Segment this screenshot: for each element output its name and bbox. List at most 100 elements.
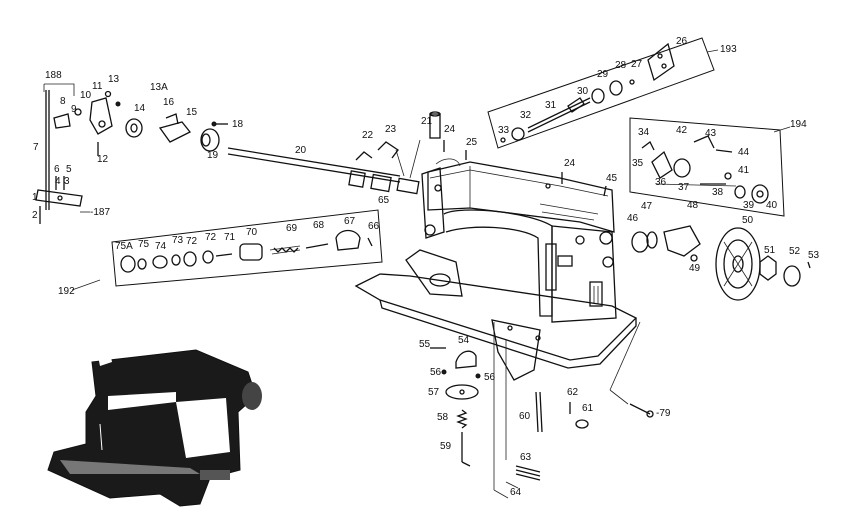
part-label-p39: 39 [743, 200, 755, 211]
part-label-p19: 19 [207, 150, 219, 161]
part-label-p8: 8 [60, 96, 66, 107]
part-label-p194: 194 [790, 119, 807, 130]
part-label-p35: 35 [632, 158, 644, 169]
part-label-p54: 54 [458, 335, 470, 346]
part-label-p73: 73 [172, 235, 184, 246]
part-label-p12: 12 [97, 154, 109, 165]
part-label-p44: 44 [738, 147, 750, 158]
part-label-p68: 68 [313, 220, 325, 231]
group-192-box [111, 209, 383, 287]
part-label-p71: 71 [224, 232, 236, 243]
part-label-p36: 36 [655, 177, 667, 188]
group-193-box [487, 37, 715, 149]
part-label-p13a: 13A [150, 82, 168, 93]
part-label-p49: 49 [689, 263, 701, 274]
group-193-parts [500, 42, 675, 143]
main-shaft [227, 139, 421, 195]
part-label-p3: 3 [64, 176, 70, 187]
part-label-p6: 6 [54, 164, 60, 175]
part-label-p26: 26 [676, 36, 688, 47]
part-label-p75: 75 [138, 239, 150, 250]
part-label-p31: 31 [545, 100, 557, 111]
part-label-p21: 21 [421, 116, 433, 127]
feed-parts [430, 321, 654, 499]
part-label-p53: 53 [808, 250, 820, 261]
part-label-p34: 34 [638, 127, 650, 138]
group-194-parts [641, 135, 769, 204]
group-192-parts [120, 229, 373, 273]
part-label-p48: 48 [687, 200, 699, 211]
part-label-p47: 47 [641, 201, 653, 212]
part-label-p16: 16 [163, 97, 175, 108]
part-label-p60: 60 [519, 411, 531, 422]
part-label-p15: 15 [186, 107, 198, 118]
part-label-p52: 52 [789, 246, 801, 257]
part-label-p63: 63 [520, 452, 532, 463]
part-label-p18: 18 [232, 119, 244, 130]
part-label-p20: 20 [295, 145, 307, 156]
part-label-p7: 7 [33, 142, 39, 153]
part-label-p24a: 24 [444, 124, 456, 135]
group-194-box [629, 117, 785, 217]
part-label-p23: 23 [385, 124, 397, 135]
part-label-p72a: 72 [186, 236, 198, 247]
part-label-p46: 46 [627, 213, 639, 224]
part-label-p75a: 75A [115, 241, 133, 252]
part-label-p51: 51 [764, 245, 776, 256]
part-label-p67: 67 [344, 216, 356, 227]
part-label-p56a: 56 [430, 367, 442, 378]
upper-small-parts [355, 111, 563, 184]
part-label-p11: 11 [92, 81, 103, 92]
part-label-p70: 70 [246, 227, 258, 238]
part-label-p33: 33 [498, 125, 510, 136]
part-label-p4: 4 [55, 176, 61, 187]
part-label-p30: 30 [577, 86, 589, 97]
part-label-p43: 43 [705, 128, 717, 139]
part-label-p72b: 72 [205, 232, 217, 243]
part-label-p61: 61 [582, 403, 594, 414]
part-label-p27: 27 [631, 59, 643, 70]
part-label-p32: 32 [520, 110, 532, 121]
part-label-p13: 13 [108, 74, 120, 85]
part-label-p59: 59 [440, 441, 452, 452]
part-label-p188: 188 [45, 70, 62, 81]
part-label-p9: 9 [71, 104, 77, 115]
left-parts [35, 83, 228, 224]
bed-plate [354, 249, 638, 381]
part-label-p29: 29 [597, 69, 609, 80]
part-label-p40: 40 [766, 200, 778, 211]
part-label-p25: 25 [466, 137, 478, 148]
part-label-p10: 10 [80, 90, 92, 101]
part-label-p42: 42 [676, 125, 688, 136]
part-label-p14: 14 [134, 103, 146, 114]
machine-head [421, 158, 617, 323]
part-label-p45: 45 [606, 173, 618, 184]
part-label-p187: -187 [90, 207, 110, 218]
part-label-p57: 57 [428, 387, 440, 398]
part-label-p65: 65 [378, 195, 390, 206]
part-label-p50: 50 [742, 215, 754, 226]
part-label-p38: 38 [712, 187, 724, 198]
assembled-machine-inset-photo [47, 349, 262, 507]
part-label-p56b: 56 [484, 372, 496, 383]
part-label-p5: 5 [66, 164, 72, 175]
part-label-p22: 22 [362, 130, 374, 141]
part-label-p37: 37 [678, 182, 690, 193]
part-label-p62: 62 [567, 387, 579, 398]
part-label-p2: 2 [32, 210, 38, 221]
part-label-p66: 66 [368, 221, 380, 232]
part-label-p79: -79 [656, 408, 671, 419]
part-label-p69: 69 [286, 223, 298, 234]
part-label-p192: 192 [58, 286, 75, 297]
part-label-p55: 55 [419, 339, 431, 350]
part-label-p58: 58 [437, 412, 449, 423]
part-label-p41: 41 [738, 165, 750, 176]
part-label-p64: 64 [510, 487, 522, 498]
part-label-p1: 1 [32, 192, 38, 203]
part-label-p74: 74 [155, 241, 167, 252]
handwheel-assembly [631, 225, 811, 301]
part-label-p24b: 24 [564, 158, 576, 169]
